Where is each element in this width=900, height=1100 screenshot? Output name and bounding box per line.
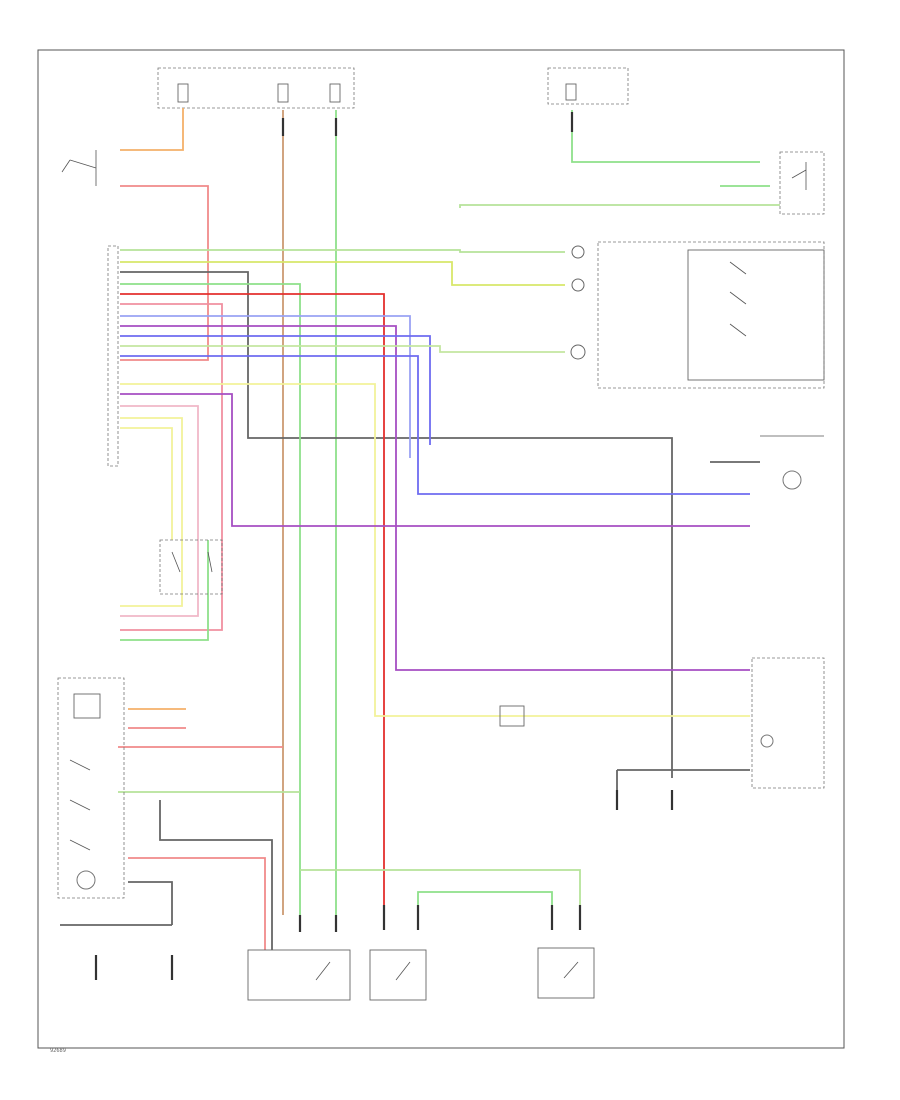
lower-right-panel bbox=[499, 657, 825, 789]
figure-id: 92689 bbox=[50, 1048, 66, 1054]
bottom-relay-left bbox=[247, 949, 351, 1001]
lower-left-panel bbox=[57, 677, 125, 899]
left-connector-strip bbox=[107, 245, 119, 467]
right-mid-component bbox=[760, 435, 824, 490]
wire-harness bbox=[60, 108, 780, 950]
door-switch bbox=[61, 150, 97, 186]
bottom-relay-mid bbox=[369, 949, 427, 1001]
diagram-frame bbox=[37, 49, 845, 1049]
left-mid-switch bbox=[159, 539, 223, 595]
upper-right-switch bbox=[779, 151, 825, 215]
top-fuse-block bbox=[157, 67, 629, 109]
ground-symbols bbox=[94, 112, 674, 980]
bottom-relay-right bbox=[537, 947, 595, 999]
right-relay-block bbox=[570, 241, 825, 389]
